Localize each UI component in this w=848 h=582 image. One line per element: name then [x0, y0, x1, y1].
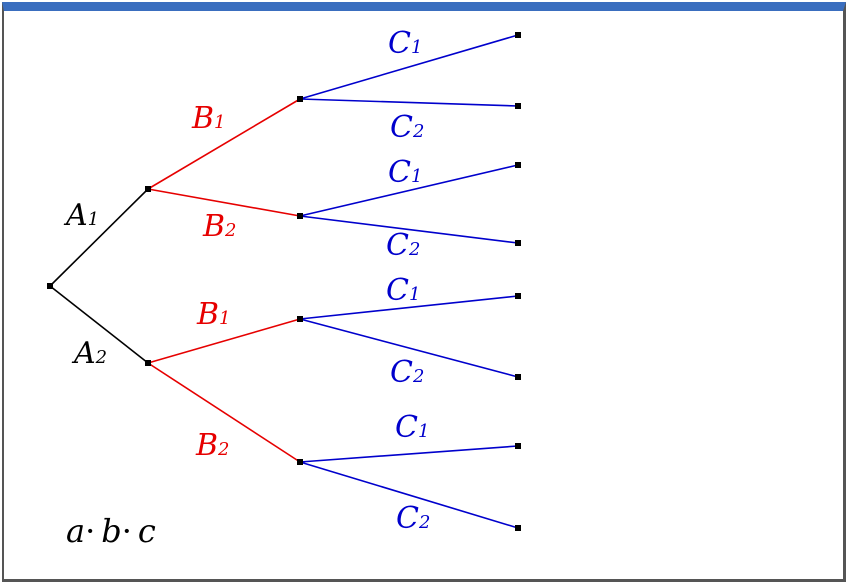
node-a1 — [145, 186, 151, 192]
label-c-7: C1 — [395, 410, 429, 445]
label-b-3: B1 — [196, 297, 231, 332]
formula-b: b — [101, 512, 121, 550]
label-b-4: B2 — [195, 428, 230, 463]
label-c-3: C1 — [388, 155, 422, 190]
edge-a1-b1 — [147, 98, 301, 190]
edge-b-c-2 — [299, 98, 519, 107]
edge-b-c-5 — [299, 295, 519, 320]
edge-a1-b2 — [147, 188, 301, 217]
formula-a: a — [66, 512, 85, 550]
node-leaf-8 — [515, 525, 521, 531]
label-b-2: B2 — [202, 209, 237, 244]
label-b-1: B1 — [191, 101, 226, 136]
node-leaf-4 — [515, 240, 521, 246]
edge-root-a1 — [49, 188, 149, 287]
node-b-2 — [297, 213, 303, 219]
label-c-8: C2 — [396, 501, 430, 536]
node-leaf-5 — [515, 293, 521, 299]
node-leaf-3 — [515, 162, 521, 168]
label-a1: A1 — [63, 198, 99, 233]
label-c-6: C2 — [390, 355, 424, 390]
node-b-1 — [297, 96, 303, 102]
node-root — [47, 283, 53, 289]
label-c-4: C2 — [386, 228, 420, 263]
node-leaf-6 — [515, 374, 521, 380]
formula-dot-2: · — [122, 512, 132, 550]
label-c-2: C2 — [390, 110, 424, 145]
edge-b-c-4 — [299, 215, 519, 244]
edge-a2-b2 — [147, 362, 301, 463]
label-a2: A2 — [71, 336, 107, 371]
edge-root-a2 — [49, 285, 149, 364]
node-leaf-1 — [515, 32, 521, 38]
formula-dot-1: · — [85, 512, 95, 550]
node-b-4 — [297, 459, 303, 465]
formula-c: c — [138, 512, 156, 550]
edge-b-c-3 — [299, 164, 519, 217]
edge-b-c-1 — [299, 34, 519, 100]
node-b-3 — [297, 316, 303, 322]
node-a2 — [145, 360, 151, 366]
formula: a·b·c — [66, 512, 156, 550]
edge-b-c-6 — [299, 318, 519, 378]
node-leaf-2 — [515, 103, 521, 109]
label-c-1: C1 — [388, 26, 422, 61]
node-leaf-7 — [515, 443, 521, 449]
edge-a2-b1 — [147, 318, 301, 364]
edge-b-c-8 — [299, 461, 519, 529]
label-c-5: C1 — [386, 273, 420, 308]
edge-b-c-7 — [299, 445, 519, 463]
